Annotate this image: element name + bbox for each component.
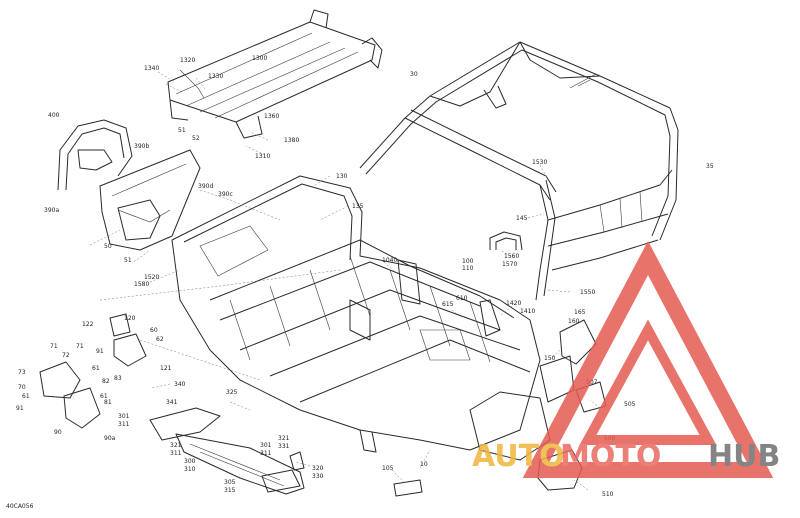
callout-label: 51	[178, 127, 186, 134]
callout-label: 1310	[255, 153, 270, 160]
callout-label: 301	[260, 442, 272, 449]
callout-label: 83	[114, 375, 122, 382]
callout-label: 341	[166, 399, 178, 406]
callout-label: 315	[224, 487, 236, 494]
watermark-moto: MOTO	[560, 439, 661, 474]
callout-label: 1570	[502, 261, 517, 268]
callout-label: 510	[602, 491, 614, 498]
callout-label: 135	[352, 203, 364, 210]
callout-label: 110	[462, 265, 474, 272]
callout-label: 1360	[264, 113, 279, 120]
front-bumper-part	[57, 119, 133, 191]
callout-label: 50	[104, 243, 112, 250]
watermark-auto: AUTO	[472, 439, 565, 474]
callout-label: 331	[278, 443, 290, 450]
callout-label: 320	[312, 465, 324, 472]
callout-label: 321	[170, 442, 182, 449]
callout-label: 300	[184, 458, 196, 465]
callout-label: 120	[124, 315, 136, 322]
callout-label: 30	[410, 71, 418, 78]
callout-label: 61	[22, 393, 30, 400]
callout-label: 91	[16, 405, 24, 412]
callout-label: 100	[462, 258, 474, 265]
rear-rack-part	[167, 9, 383, 139]
callout-label: 1330	[208, 73, 223, 80]
callout-label: 61	[92, 365, 100, 372]
callout-label: 60	[150, 327, 158, 334]
callout-label: 82	[102, 378, 110, 385]
watermark-triangle-outer	[522, 240, 774, 478]
callout-label: 610	[456, 295, 468, 302]
callout-label: 400	[48, 112, 60, 119]
callout-label: 90	[54, 429, 62, 436]
callout-label: 1040	[382, 257, 397, 264]
callout-label: 1530	[532, 159, 547, 166]
callout-label: 1340	[144, 65, 159, 72]
callout-label: 340	[174, 381, 186, 388]
callout-label: 122	[82, 321, 94, 328]
callout-label: 311	[260, 450, 272, 457]
callout-label: 1380	[284, 137, 299, 144]
roll-cage-part	[359, 41, 679, 301]
callout-label: 121	[160, 365, 172, 372]
front-panel-part	[99, 149, 201, 251]
side-bar-part	[489, 231, 523, 251]
callout-label: 70	[18, 384, 26, 391]
callout-label: 321	[278, 435, 290, 442]
callout-label: 105	[382, 465, 394, 472]
callout-label: 91	[96, 348, 104, 355]
part-labels: 1300 1320 1340 1330 1360 1310 1380 30 40…	[16, 55, 714, 498]
diagram-code: 40CA056	[6, 503, 34, 510]
callout-label: 311	[170, 450, 182, 457]
callout-label: 1300	[252, 55, 267, 62]
callout-label: 52	[192, 135, 200, 142]
callout-label: 130	[336, 173, 348, 180]
callout-label: 1580	[134, 281, 149, 288]
callout-label: 1320	[180, 57, 195, 64]
callout-label: 1550	[580, 289, 595, 296]
callout-label: 1410	[520, 308, 535, 315]
callout-label: 10	[420, 461, 428, 468]
callout-label: 35	[706, 163, 714, 170]
watermark-hub: HUB	[708, 439, 780, 474]
skid-plate-part	[149, 407, 423, 497]
callout-label: 390d	[198, 183, 213, 190]
callout-label: 61	[100, 393, 108, 400]
callout-label: 505	[624, 401, 636, 408]
callout-label: 160	[568, 318, 580, 325]
callout-label: 507	[586, 379, 598, 386]
watermark-triangle-inner	[579, 319, 717, 445]
leader-lines	[89, 71, 601, 491]
callout-label: 145	[516, 215, 528, 222]
callout-label: 390c	[218, 191, 233, 198]
callout-label: 301	[118, 413, 130, 420]
callout-label: 1560	[504, 253, 519, 260]
callout-label: 1520	[144, 274, 159, 281]
callout-label: 325	[226, 389, 238, 396]
left-brackets-part	[39, 313, 147, 429]
callout-label: 311	[118, 421, 130, 428]
callout-label: 390b	[134, 143, 149, 150]
watermark: AUTO MOTO HUB	[472, 240, 780, 478]
callout-label: 330	[312, 473, 324, 480]
callout-label: 72	[62, 352, 70, 359]
callout-label: 90a	[104, 435, 116, 442]
callout-label: 62	[156, 336, 164, 343]
main-chassis-part	[171, 175, 551, 461]
callout-label: 71	[76, 343, 84, 350]
callout-label: 1420	[506, 300, 521, 307]
callout-label: 390a	[44, 207, 59, 214]
callout-label: 81	[104, 399, 112, 406]
callout-label: 150	[544, 355, 556, 362]
callout-label: 71	[50, 343, 58, 350]
callout-label: 165	[574, 309, 586, 316]
callout-label: 310	[184, 466, 196, 473]
callout-label: 51	[124, 257, 132, 264]
callout-label: 615	[442, 301, 454, 308]
callout-label: 73	[18, 369, 26, 376]
callout-label: 305	[224, 479, 236, 486]
